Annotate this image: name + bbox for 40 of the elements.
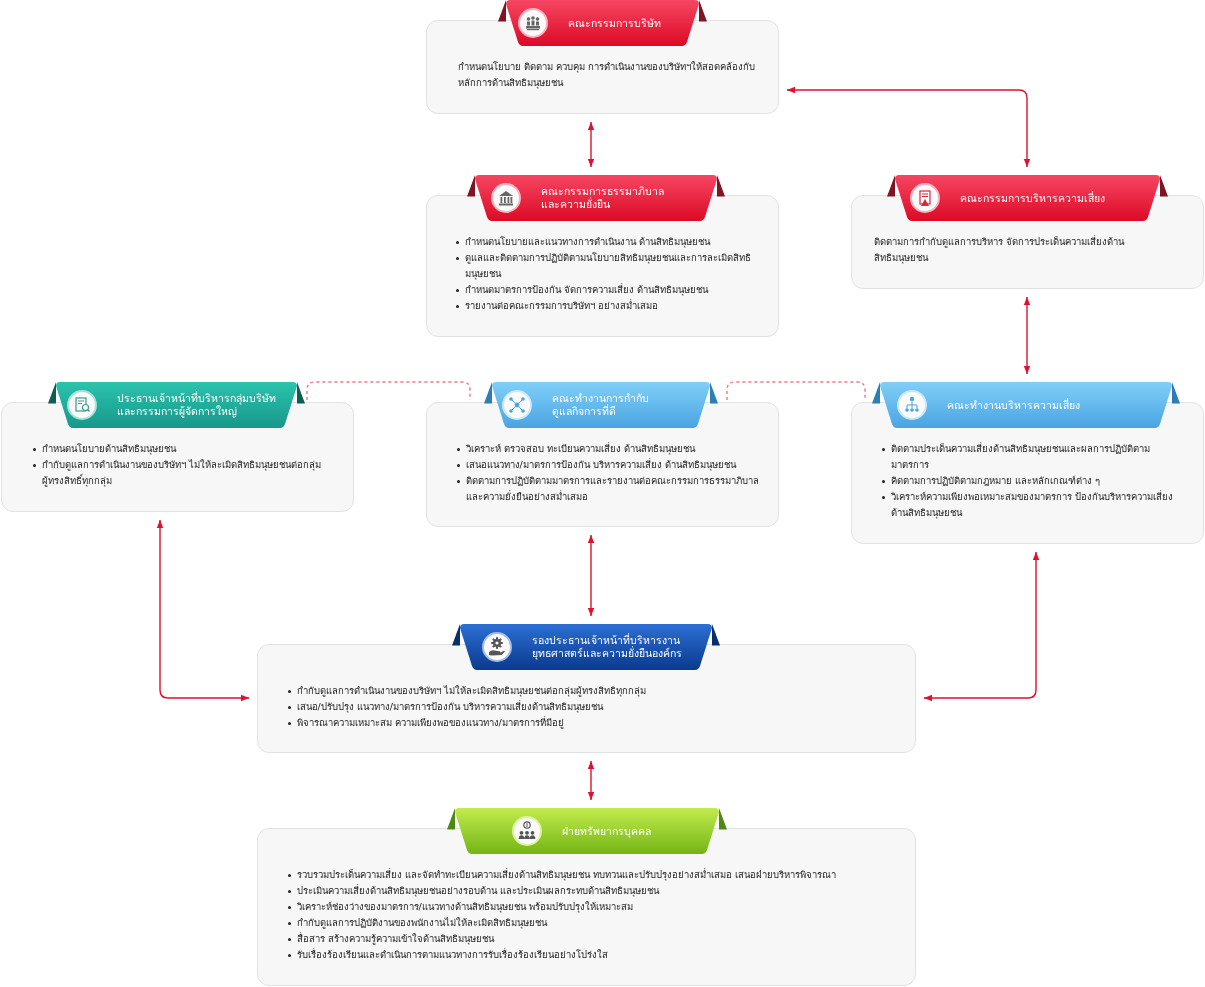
bullet-item: วิเคราะห์ช่องว่างของมาตรการ/แนวทางด้านสิทธิมนุษยชน พร้อมปรับปรุงให้เหมาะสม [286,898,897,915]
ribbon-title: ฝ่ายทรัพยากรบุคคล [561,824,651,837]
double-arrow [587,760,595,801]
bullet-item: ประเมินความเสี่ยงด้านสิทธิมนุษยชนอย่างรอบด้าน และประเมินผลกระทบด้านสิทธิมนุษยชน [286,882,897,899]
bullet-item: รายงานต่อคณะกรรมการบริษัทฯ อย่างสม่ำเสมอ [454,297,760,314]
double-arrow [786,86,1031,168]
dashed-line [726,381,866,401]
bullet-item: คิดตามการปฏิบัติตามกฎหมาย และหลักเกณฑ์ต่าง ๆ [880,472,1181,489]
bullet-item: รวบรวมประเด็นความเสี่ยง และจัดทำทะเบียนความเสี่ยงด้านสิทธิมนุษยชน ทบทวนและปรับปรุงอย่างสม่ำเสมอ เสนอฝ่ายบริหารพิจารณา [286,866,897,883]
bullet-item: ติดตามประเด็นความเสี่ยงด้านสิทธิมนุษยชนและผลการปฏิบัติตามมาตรการ [880,440,1181,473]
bullet-item: กำหนดมาตรการป้องกัน จัดการความเสี่ยง ด้านสิทธิมนุษยชน [454,281,760,298]
bullet-item: วิเคราะห์ ตรวจสอบ ทะเบียนความเสี่ยง ด้านสิทธิมนุษยชน [455,440,761,457]
bullet-item: กำหนดนโยบายด้านสิทธิมนุษยชน [31,440,332,457]
bullet-item: กำกับดูแลการดำเนินงานของบริษัทฯ ไม่ให้ละเมิดสิทธิมนุษยชนต่อกลุ่มผู้ทรงสิทธิ์ทุกกลุ่ม [31,456,332,489]
bullet-item: รับเรื่องร้องเรียนและดำเนินการตามแนวทางการรับเรื่องร้องเรียนอย่างโปร่งใส [286,946,897,963]
bullet-item: ติดตามการปฏิบัติตามมาตรการและรายงานต่อคณะกรรมการธรรมาภิบาลและความยั่งยืนอย่างสม่ำเสมอ [455,472,761,505]
ribbon-title: รองประธานเจ้าหน้าที่บริหารงานยุทธศาสตร์และความยั่งยืนองค์กร [531,633,683,660]
ribbon-title: คณะกรรมการธรรมาภิบาลและความยั่งยืน [540,184,665,211]
double-arrow [587,534,595,617]
body-text: ติดตามการกำกับดูแลการบริหาร จัดการประเด็นความเสี่ยงด้านสิทธิมนุษยชน [873,234,1126,266]
bullet-item: เสนอแนวทาง/มาตรการป้องกัน บริหารความเสี่ยง ด้านสิทธิมนุษยชน [455,456,761,473]
bullet-item: วิเคราะห์ความเพียงพอเหมาะสมของมาตรการ ป้องกันบริหารความเสี่ยงด้านสิทธิมนุษยชน [880,488,1181,521]
bullet-item: กำกับดูแลการดำเนินงานของบริษัทฯ ไม่ให้ละเมิดสิทธิมนุษยชนต่อกลุ่มผู้ทรงสิทธิทุกกลุ่ม [286,682,887,699]
double-arrow [587,121,595,168]
ribbon-title: คณะทำงานการกำกับดูแลกิจการที่ดี [551,391,650,418]
ribbon-title: ประธานเจ้าหน้าที่บริหารกลุ่มบริษัทและกรรมการผู้จัดการใหญ่ [116,391,277,418]
bullet-item: สื่อสาร สร้างความรู้ความเข้าใจด้านสิทธิมนุษยชน [286,930,897,947]
double-arrow [923,551,1040,702]
double-arrow [1023,296,1031,375]
double-arrow [156,519,250,702]
dashed-line [306,381,471,401]
ribbon-title: คณะทำงานบริหารความเสี่ยง [946,398,1080,411]
ribbon-title: คณะกรรมการบริษัท [567,16,661,29]
bullet-item: ดูแลและติดตามการปฏิบัติตามนโยบายสิทธิมนุษยชนและการละเมิดสิทธิมนุษยชน [454,249,760,282]
bullet-item: กำหนดนโยบายและแนวทางการดำเนินงาน ด้านสิทธิมนุษยชน [454,233,760,250]
bullet-item: เสนอ/ปรับปรุง แนวทาง/มาตรการป้องกัน บริหารความเสี่ยงด้านสิทธิมนุษยชน [286,698,887,715]
ribbon-title: คณะกรรมการบริหารความเสี่ยง [959,191,1105,204]
bullet-item: พิจารณาความเหมาะสม ความเพียงพอของแนวทาง/มาตรการที่มีอยู่ [286,714,887,731]
bullet-item: กำกับดูแลการปฏิบัติงานของพนักงานไม่ให้ละเมิดสิทธิมนุษยชน [286,914,897,931]
body-text: กำหนดนโยบาย ติดตาม ควบคุม การดำเนินงานของบริษัทฯให้สอดคล้องกับหลักการด้านสิทธิมนุษยชน [457,59,756,91]
